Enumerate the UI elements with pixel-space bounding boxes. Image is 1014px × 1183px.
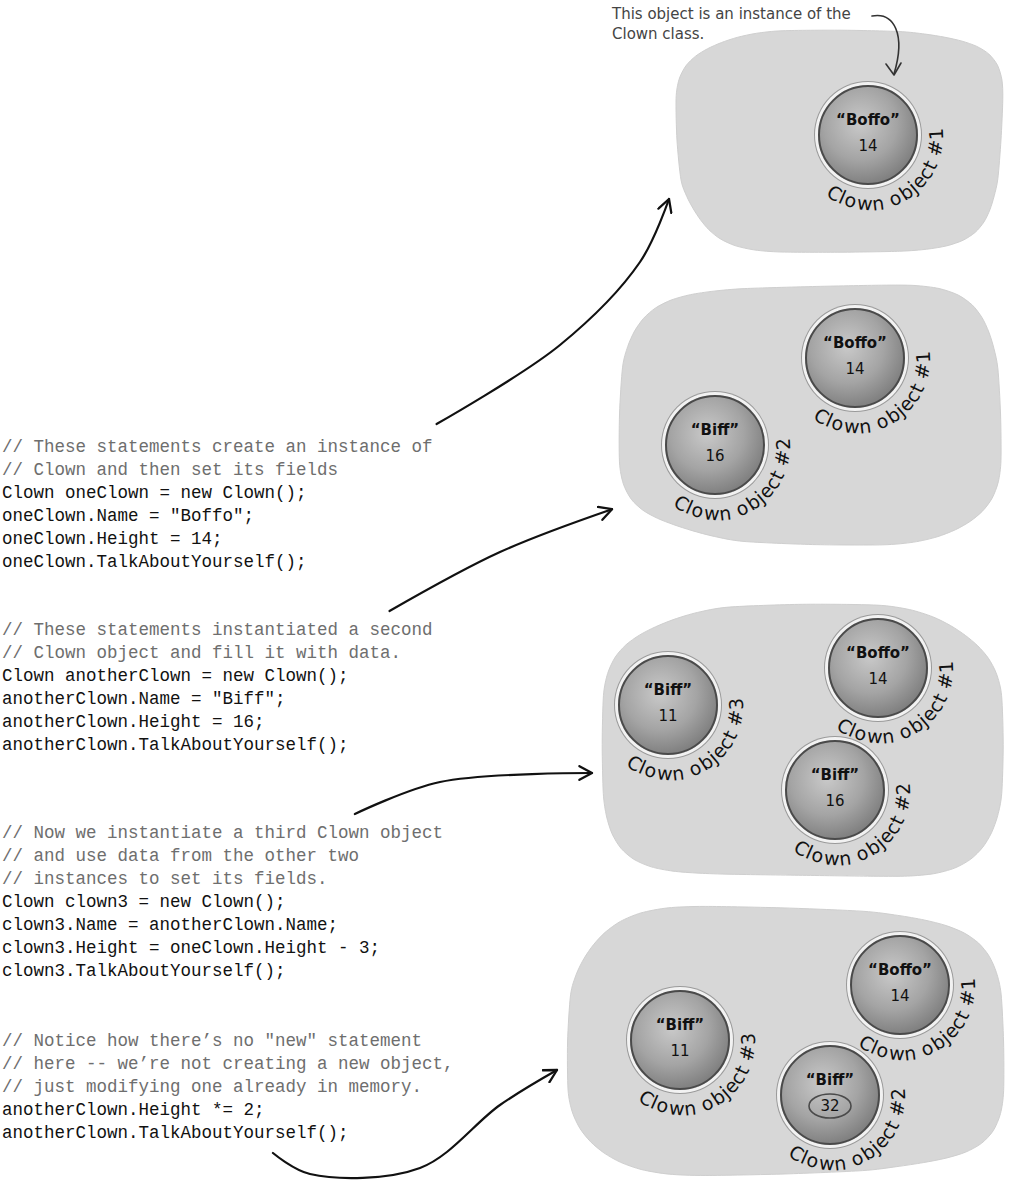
clown-height: 14 — [830, 670, 926, 688]
clown-object: “Biff”16Clown object #2 — [785, 740, 885, 840]
label-glyph: # — [885, 1098, 909, 1117]
heap-shape — [567, 906, 1003, 1175]
pointer-arrow — [390, 509, 612, 611]
clown-object: “Boffo”14Clown object #1 — [818, 85, 918, 185]
code-comment: // Notice how there’s no "new" statement — [2, 1030, 454, 1053]
label-glyph: 1 — [957, 977, 980, 990]
label-glyph: w — [656, 761, 673, 784]
clown-name: “Boffo” — [820, 111, 916, 129]
clown-height: 32 — [782, 1097, 878, 1115]
code-block: // Now we instantiate a third Clown obje… — [2, 822, 443, 983]
label-glyph: w — [843, 414, 860, 437]
code-line: Clown oneClown = new Clown(); — [2, 482, 433, 505]
code-comment: // Clown object and fill it with data. — [2, 642, 433, 665]
code-line: clown3.TalkAboutYourself(); — [2, 960, 443, 983]
code-comment: // Clown and then set its fields — [2, 459, 433, 482]
code-line: anotherClown.TalkAboutYourself(); — [2, 1122, 454, 1145]
label-glyph: w — [888, 1041, 905, 1064]
clown-object: “Boffo”14Clown object #1 — [828, 618, 928, 718]
clown-object: “Biff”32Clown object #2 — [780, 1045, 880, 1145]
heap-shape — [676, 30, 1003, 252]
clown-name: “Biff” — [632, 1016, 728, 1034]
clown-height: 16 — [787, 792, 883, 810]
label-glyph: 1 — [912, 350, 935, 363]
label-glyph: # — [735, 1043, 759, 1062]
label-glyph: # — [923, 138, 947, 157]
clown-height: 16 — [667, 447, 763, 465]
code-comment: // here -- we’re not creating a new obje… — [2, 1053, 454, 1076]
leader-line — [872, 16, 899, 74]
code-line: oneClown.TalkAboutYourself(); — [2, 551, 433, 574]
label-glyph: w — [856, 191, 873, 214]
clown-object: “Boffo”14Clown object #1 — [850, 935, 950, 1035]
code-comment: // and use data from the other two — [2, 845, 443, 868]
clown-name: “Biff” — [782, 1071, 878, 1089]
clown-height: 14 — [820, 137, 916, 155]
label-glyph: 2 — [887, 1087, 910, 1100]
code-line: Clown clown3 = new Clown(); — [2, 891, 443, 914]
code-block: // Notice how there’s no "new" statement… — [2, 1030, 454, 1145]
label-glyph: w — [823, 846, 840, 869]
heap-shape — [602, 604, 1003, 876]
label-glyph: # — [910, 361, 934, 380]
label-glyph: w — [703, 501, 720, 524]
clown-object: “Biff”16Clown object #2 — [665, 395, 765, 495]
memory-heap: “Boffo”14Clown object #1“Biff”16Clown ob… — [615, 278, 1010, 550]
clown-height: 14 — [807, 360, 903, 378]
heap-shape — [619, 285, 1001, 545]
memory-heap: “Boffo”14Clown object #1“Biff”11Clown ob… — [595, 602, 1010, 887]
code-line: anotherClown.Height = 16; — [2, 711, 433, 734]
clown-height: 14 — [852, 987, 948, 1005]
code-block: // These statements create an instance o… — [2, 436, 433, 574]
clown-name: “Biff” — [620, 681, 716, 699]
label-glyph: w — [668, 1096, 685, 1119]
label-glyph: w — [818, 1151, 835, 1174]
label-glyph: # — [955, 988, 979, 1007]
code-line: clown3.Name = anotherClown.Name; — [2, 914, 443, 937]
clown-name: “Boffo” — [807, 334, 903, 352]
clown-name: “Boffo” — [830, 644, 926, 662]
leader-head — [886, 63, 901, 75]
label-glyph: # — [723, 708, 747, 727]
label-glyph: # — [933, 671, 957, 690]
clown-name: “Boffo” — [852, 961, 948, 979]
code-line: anotherClown.TalkAboutYourself(); — [2, 734, 433, 757]
code-block: // These statements instantiated a secon… — [2, 619, 433, 757]
clown-name: “Biff” — [787, 766, 883, 784]
code-line: anotherClown.Name = "Biff"; — [2, 688, 433, 711]
code-line: anotherClown.Height *= 2; — [2, 1099, 454, 1122]
label-glyph: 1 — [935, 660, 958, 673]
clown-object: “Biff”11Clown object #3 — [618, 655, 718, 755]
clown-name: “Biff” — [667, 421, 763, 439]
clown-object: “Biff”11Clown object #3 — [630, 990, 730, 1090]
code-comment: // These statements create an instance o… — [2, 436, 433, 459]
clown-height: 11 — [620, 707, 716, 725]
code-comment: // just modifying one already in memory. — [2, 1076, 454, 1099]
label-glyph: 3 — [725, 697, 748, 710]
code-comment: // These statements instantiated a secon… — [2, 619, 433, 642]
clown-object: “Boffo”14Clown object #1 — [805, 308, 905, 408]
label-glyph: # — [890, 793, 914, 812]
label-glyph: 2 — [772, 437, 795, 450]
code-comment: // Now we instantiate a third Clown obje… — [2, 822, 443, 845]
code-comment: // instances to set its fields. — [2, 868, 443, 891]
code-line: oneClown.Height = 14; — [2, 528, 433, 551]
memory-heap: “Boffo”14Clown object #1“Biff”11Clown ob… — [560, 902, 1010, 1182]
label-glyph: 1 — [925, 127, 948, 140]
label-glyph: 2 — [892, 782, 915, 795]
label-glyph: w — [866, 724, 883, 747]
code-line: Clown anotherClown = new Clown(); — [2, 665, 433, 688]
annotation-note: This object is an instance of the Clown … — [612, 4, 887, 44]
code-line: oneClown.Name = "Boffo"; — [2, 505, 433, 528]
label-glyph: # — [770, 448, 794, 467]
pointer-arrow — [355, 773, 592, 814]
code-line: clown3.Height = oneClown.Height - 3; — [2, 937, 443, 960]
label-glyph: 3 — [737, 1032, 760, 1045]
memory-heap: “Boffo”14Clown object #1 — [672, 22, 1010, 258]
clown-height: 11 — [632, 1042, 728, 1060]
